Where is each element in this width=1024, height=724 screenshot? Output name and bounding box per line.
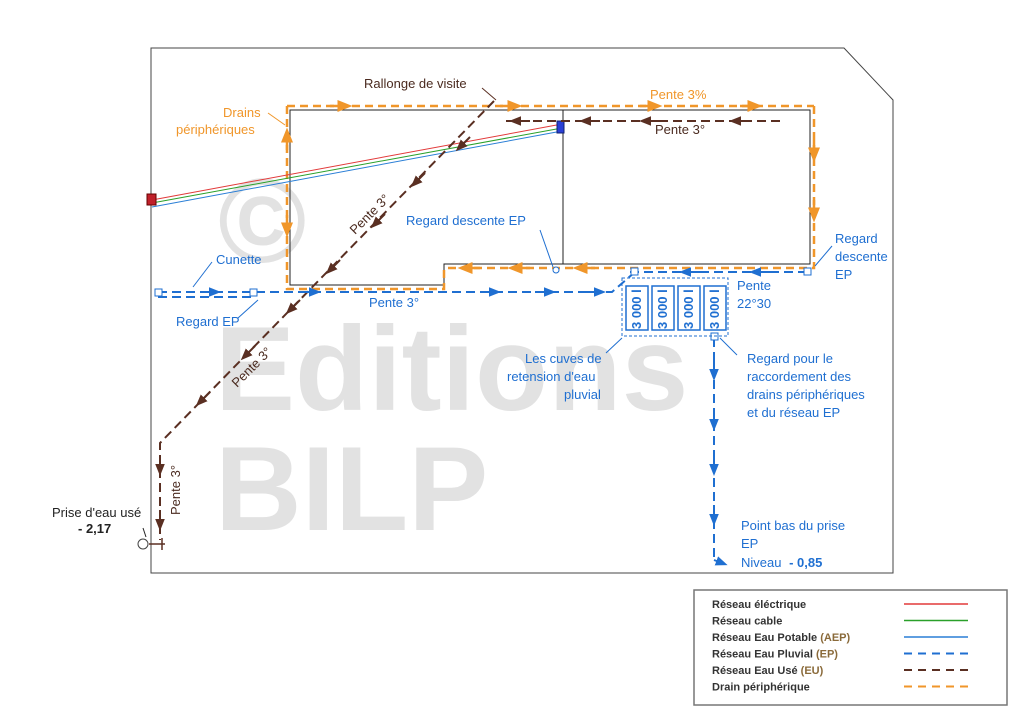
legend-item-label: Drain périphérique — [712, 682, 810, 694]
label-pente-3pct: Pente 3% — [650, 87, 707, 102]
legend-item-label: Réseau Eau Potable (AEP) — [712, 632, 850, 644]
label-pente-3deg-ep: Pente 3° — [369, 295, 419, 310]
tank-3: 3 000 l — [677, 285, 701, 331]
watermark-line1: Editions — [215, 302, 688, 436]
legend-box — [693, 589, 1008, 706]
watermark-copyright: © — [218, 154, 306, 288]
watermark-line2: BILP — [215, 422, 488, 556]
label-regard-racc-4: et du réseau EP — [747, 405, 840, 420]
legend-item-label: Réseau Eau Pluvial (EP) — [712, 649, 838, 661]
label-cuves-3: pluvial — [564, 387, 601, 402]
label-regard-descente-right-2: descente — [835, 249, 888, 264]
pluvial-network — [158, 267, 807, 566]
tank-1: 3 000 l — [625, 285, 649, 331]
label-cuves-2: retension d'eau — [507, 369, 596, 384]
drain-left — [285, 106, 446, 291]
label-regard-descente-right-1: Regard — [835, 231, 878, 246]
label-niveau-text: Niveau — [741, 555, 781, 570]
label-regard-descente-mid: Regard descente EP — [406, 213, 526, 228]
tank-4-label: 3 000 l — [707, 289, 722, 329]
tank-2: 3 000 l — [651, 285, 675, 331]
label-prise-eau-use: Prise d'eau usé — [52, 505, 141, 520]
label-regard-racc-3: drains périphériques — [747, 387, 865, 402]
leader-lines — [142, 87, 833, 538]
drain-right — [444, 106, 816, 270]
cable-line — [151, 127, 563, 204]
label-regard-ep: Regard EP — [176, 314, 240, 329]
label-prise-value: - 2,17 — [78, 521, 111, 536]
potable-line — [151, 130, 563, 208]
tank-4: 3 000 l — [703, 285, 727, 331]
label-point-bas-2: EP — [741, 536, 758, 551]
legend-item-label: Réseau cable — [712, 616, 782, 628]
label-pente-3deg-top: Pente 3° — [655, 122, 705, 137]
tank-2-label: 3 000 l — [655, 289, 670, 329]
label-regard-racc-2: raccordement des — [747, 369, 852, 384]
site-boundary — [150, 47, 894, 574]
building-left — [289, 109, 564, 286]
label-drains-2: périphériques — [176, 122, 255, 137]
used-water-network — [155, 100, 780, 540]
label-rallonge: Rallonge de visite — [364, 76, 467, 91]
tank-1-label: 3 000 l — [629, 289, 644, 329]
label-pente-3deg-vert: Pente 3° — [168, 465, 183, 515]
entry-box-left — [146, 193, 157, 206]
label-drains-1: Drains — [223, 105, 261, 120]
label-pente-2230-2: 22°30 — [737, 296, 771, 311]
annotations: Rallonge de visite Drains périphériques … — [52, 76, 888, 570]
watermark: © Editions BILP — [215, 154, 688, 556]
electric-line — [151, 123, 563, 201]
label-pente-3deg-diag1: Pente 3° — [347, 191, 393, 237]
label-regard-racc-1: Regard pour le — [747, 351, 833, 366]
label-pente-2230-1: Pente — [737, 278, 771, 293]
label-cuves-1: Les cuves de — [525, 351, 602, 366]
tank-3-label: 3 000 l — [681, 289, 696, 329]
utility-lines — [146, 120, 565, 208]
entry-box-right — [556, 120, 565, 134]
legend-item-label: Réseau éléctrique — [712, 599, 806, 611]
label-regard-descente-right-3: EP — [835, 267, 852, 282]
label-point-bas-1: Point bas du prise — [741, 518, 845, 533]
drain-network — [281, 100, 820, 291]
legend-item-label: Réseau Eau Usé (EU) — [712, 665, 824, 677]
retention-tanks: 3 000 l 3 000 l 3 000 l 3 000 l — [621, 277, 729, 337]
prise-eau-use-marker — [137, 538, 149, 550]
label-niveau: Niveau - 0,85 — [741, 555, 822, 570]
label-cunette: Cunette — [216, 252, 262, 267]
label-niveau-value: - 0,85 — [789, 555, 822, 570]
building-right — [563, 109, 811, 265]
